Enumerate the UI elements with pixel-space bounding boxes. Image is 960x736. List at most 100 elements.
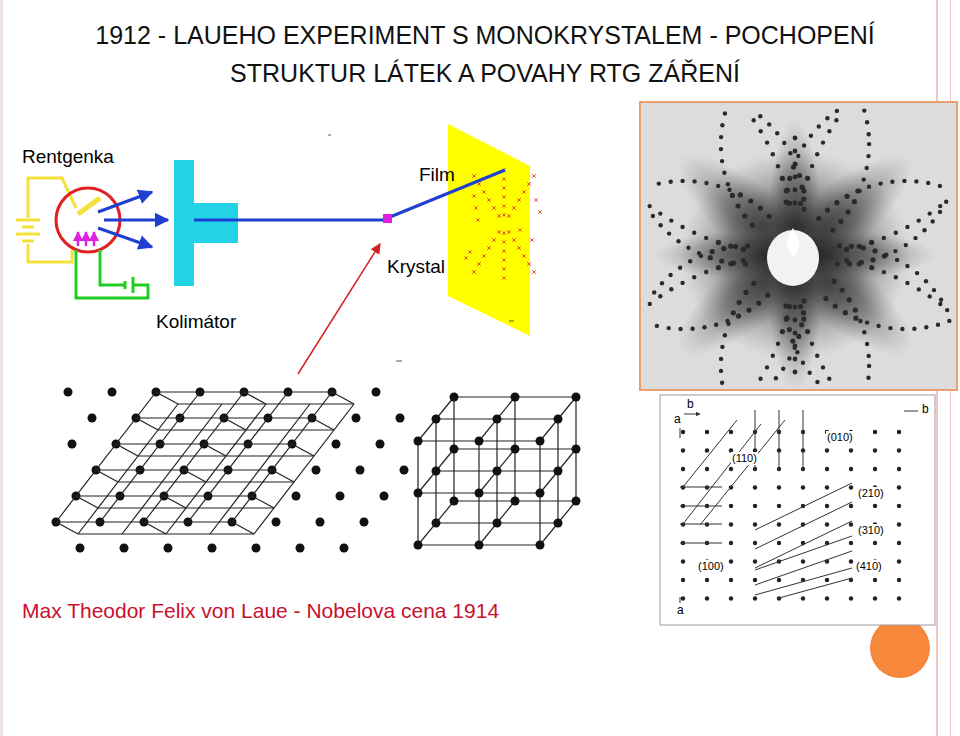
xray-arrow: [98, 228, 152, 247]
laue-spot: [801, 310, 806, 315]
lattice-point: [272, 518, 281, 527]
lattice-line: [166, 404, 266, 534]
lattice-point: [336, 492, 345, 501]
lattice-point: [511, 497, 520, 506]
laue-spot: [793, 201, 798, 206]
lattice-point: [414, 541, 423, 550]
xray-beam: [194, 219, 384, 222]
lattice-point: [681, 467, 685, 471]
lattice-point: [475, 489, 484, 498]
battery-plate: [22, 226, 34, 229]
dark-petal: [765, 120, 825, 390]
spot-mark: [522, 190, 526, 194]
laue-spot: [827, 129, 831, 133]
laue-spot: [917, 287, 921, 291]
lattice-point: [897, 578, 901, 582]
laue-spot: [719, 369, 723, 373]
battery-plate: [22, 240, 34, 243]
laue-spot: [738, 192, 743, 197]
lattice-line: [418, 449, 454, 493]
laue-photo: [640, 102, 957, 390]
laue-spot: [719, 135, 723, 139]
laue-spot: [866, 154, 870, 158]
laue-spot: [692, 275, 696, 279]
laue-spot: [808, 371, 812, 375]
laue-spot: [869, 265, 874, 270]
laue-spot: [745, 243, 750, 248]
laue-spot: [837, 243, 842, 248]
laue-spot: [668, 273, 672, 277]
laue-spot: [835, 262, 840, 267]
lattice-point: [897, 559, 901, 563]
laue-spot: [894, 231, 898, 235]
lattice-line: [76, 496, 98, 508]
laue-spot: [746, 308, 751, 313]
axis-label: a: [673, 413, 682, 427]
laue-spot: [862, 330, 866, 334]
laue-spot: [904, 243, 908, 247]
laue-spot: [821, 140, 825, 144]
plane-line: [680, 524, 722, 525]
laue-spot: [797, 173, 802, 178]
laue-spot: [857, 189, 861, 193]
laue-spot: [733, 244, 738, 249]
laue-spot: [847, 297, 852, 302]
laue-spot: [844, 247, 849, 252]
spot-mark: [502, 267, 505, 270]
laue-spot: [714, 323, 718, 327]
plane-line: [755, 483, 852, 530]
laue-spot: [843, 310, 848, 315]
lattice-point: [777, 485, 781, 489]
lattice-point: [825, 504, 829, 508]
lattice-point: [777, 578, 781, 582]
spot-mark: [502, 240, 505, 243]
laue-spot: [721, 246, 726, 251]
laue-spot: [742, 213, 747, 218]
laue-spot: [736, 313, 741, 318]
lattice-line: [184, 470, 206, 482]
laue-spot: [692, 231, 696, 235]
lattice-point: [705, 467, 709, 471]
spot-mark: [518, 228, 521, 231]
lattice-point: [493, 519, 502, 528]
battery-plate: [16, 219, 40, 222]
laue-spot: [737, 300, 742, 305]
laue-spot: [947, 319, 951, 323]
laue-spot: [865, 320, 869, 324]
spot-mark: [497, 230, 501, 234]
laue-spot: [924, 325, 928, 329]
lattice-point: [849, 559, 853, 563]
laue-spot: [810, 342, 814, 346]
lattice-point: [849, 522, 853, 526]
lattice-point: [681, 430, 685, 434]
lattice-point: [777, 504, 781, 508]
lattice-point: [705, 448, 709, 452]
lattice-line: [56, 392, 156, 522]
lattice-point: [849, 485, 853, 489]
laue-spot: [658, 211, 662, 215]
spot-mark: [522, 254, 526, 258]
laue-spot: [805, 329, 810, 334]
laue-spot: [655, 324, 659, 328]
lattice-point: [705, 596, 709, 600]
lattice-point: [825, 448, 829, 452]
spot-mark: [474, 206, 477, 209]
lattice-point: [252, 544, 261, 553]
laue-spot: [882, 236, 886, 240]
laue-spot: [716, 265, 721, 270]
axis-arrow: [684, 414, 700, 415]
spot-mark: [532, 174, 536, 178]
laue-spot: [938, 184, 942, 188]
lattice-point: [572, 445, 581, 454]
laue-spot: [710, 249, 715, 254]
spot-mark: [492, 238, 496, 242]
laue-spot: [840, 288, 845, 293]
laue-spot: [830, 228, 835, 233]
spot-mark: [476, 218, 479, 221]
laue-spot: [914, 179, 918, 183]
edge-band: [0, 0, 3, 736]
lattice-point: [88, 414, 97, 423]
laue-spot: [835, 109, 839, 113]
battery-plate: [132, 277, 135, 293]
lattice-point: [376, 440, 385, 449]
